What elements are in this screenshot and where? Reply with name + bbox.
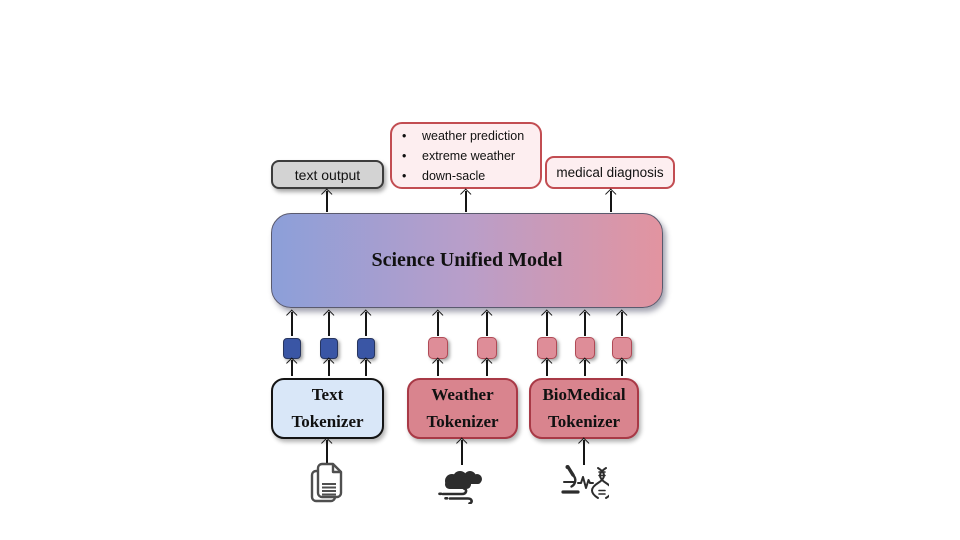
up-arrow-tokenizer-to-token [437,360,439,376]
text-token-square [320,338,338,359]
up-arrow-token-to-model [486,312,488,336]
text-output-box: text output [271,160,384,189]
up-arrow-token-to-model [365,312,367,336]
up-arrow-token-to-model [437,312,439,336]
weather-tokenizer-box: Weather Tokenizer [407,378,518,439]
weather-tasks-list: weather prediction extreme weather down-… [392,126,524,186]
weather-task-item: extreme weather [402,146,524,166]
science-unified-model-box: Science Unified Model [271,213,663,308]
up-arrow-token-to-model [584,312,586,336]
medical-diagnosis-label: medical diagnosis [556,165,664,180]
microscope-dna-icon [561,465,609,499]
biomedical-token-square [612,337,632,359]
biomedical-token-square [537,337,557,359]
up-arrow-token-to-model [621,312,623,336]
up-arrow-tokenizer-to-token [584,360,586,376]
biomedical-token-square [575,337,595,359]
text-token-square [283,338,301,359]
text-tokenizer-label: Text Tokenizer [291,385,364,431]
up-arrow-token-to-model [291,312,293,336]
weather-token-square [428,337,448,359]
up-arrow-model-to-weather-tasks [465,191,467,212]
documents-icon [310,462,343,503]
up-arrow-token-to-model [546,312,548,336]
weather-tokenizer-label: Weather Tokenizer [426,385,499,431]
science-unified-model-title: Science Unified Model [371,249,563,271]
up-arrow-model-to-medical [610,191,612,212]
medical-diagnosis-box: medical diagnosis [545,156,675,189]
up-arrow-tokenizer-to-token [486,360,488,376]
up-arrow-token-to-model [328,312,330,336]
text-tokenizer-box: Text Tokenizer [271,378,384,439]
weather-task-item: weather prediction [402,126,524,146]
up-arrow-input-to-weather-tokenizer [461,440,463,465]
biomedical-tokenizer-box: BioMedical Tokenizer [529,378,639,439]
up-arrow-tokenizer-to-token [291,360,293,376]
up-arrow-input-to-text-tokenizer [326,440,328,465]
clouds-wind-icon [438,471,482,504]
weather-tasks-box: weather prediction extreme weather down-… [390,122,542,189]
weather-token-square [477,337,497,359]
up-arrow-tokenizer-to-token [328,360,330,376]
up-arrow-tokenizer-to-token [546,360,548,376]
up-arrow-model-to-text-output [326,191,328,212]
up-arrow-tokenizer-to-token [621,360,623,376]
up-arrow-input-to-biomedical-tokenizer [583,440,585,465]
text-token-square [357,338,375,359]
text-output-label: text output [294,166,361,183]
weather-task-item: down-sacle [402,166,524,186]
up-arrow-tokenizer-to-token [365,360,367,376]
biomedical-tokenizer-label: BioMedical Tokenizer [542,385,626,431]
